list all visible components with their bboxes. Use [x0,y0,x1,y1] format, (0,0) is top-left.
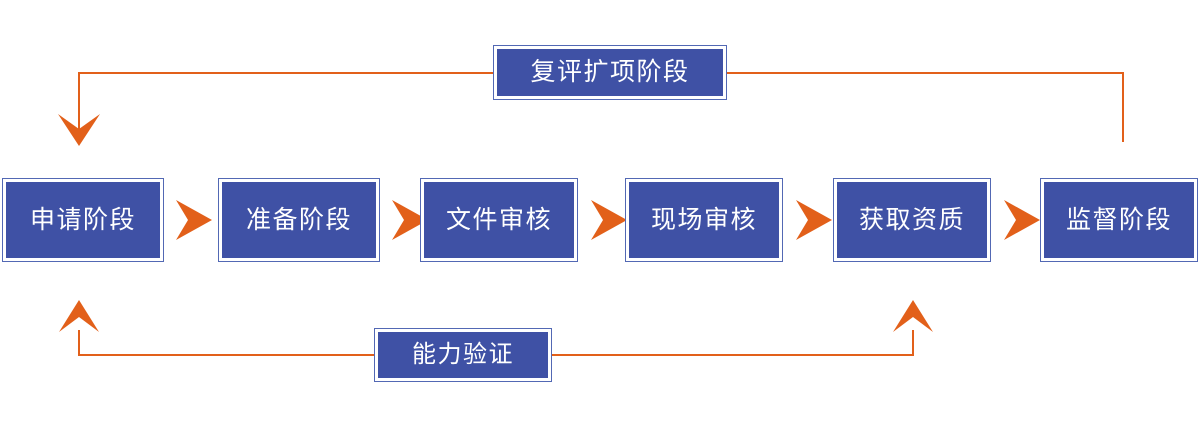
stage-label-prepare: 准备阶段 [245,205,352,234]
arrow-down-icon [57,112,101,148]
arrow-up-icon-left [58,298,100,334]
top-loop-line-right [724,72,1124,74]
stage-box-reassess[interactable]: 复评扩项阶段 [493,45,727,100]
bottom-loop-line-vertical-right [912,330,914,356]
stage-label-capability: 能力验证 [412,341,514,368]
stage-box-obtain-fill: 获取资质 [837,182,987,258]
stage-box-onsite[interactable]: 现场审核 [625,178,783,262]
stage-label-obtain: 获取资质 [858,205,965,234]
stage-label-apply: 申请阶段 [29,205,136,234]
top-loop-line-vertical-left [78,72,80,130]
stage-box-onsite-fill: 现场审核 [629,182,779,258]
stage-box-prepare-fill: 准备阶段 [222,182,376,258]
stage-label-reassess: 复评扩项阶段 [530,58,690,86]
stage-box-supervise-fill: 监督阶段 [1044,182,1194,258]
top-loop-line-left [78,72,496,74]
chevron-right-icon-3 [589,198,629,242]
stage-box-reassess-fill: 复评扩项阶段 [497,49,723,96]
chevron-right-icon-5 [1002,198,1042,242]
stage-box-capability-fill: 能力验证 [378,332,548,378]
bottom-loop-line-right [551,354,914,356]
stage-label-onsite: 现场审核 [650,205,757,234]
bottom-loop-line-vertical-left [78,330,80,356]
stage-label-supervise: 监督阶段 [1065,205,1172,234]
arrow-up-icon-right [892,298,934,334]
stage-box-doc-review-fill: 文件审核 [424,182,574,258]
chevron-right-icon-1 [174,198,214,242]
stage-box-prepare[interactable]: 准备阶段 [218,178,380,262]
chevron-right-icon-2 [390,198,430,242]
stage-box-supervise[interactable]: 监督阶段 [1040,178,1198,262]
bottom-loop-line-left [78,354,375,356]
stage-box-apply-fill: 申请阶段 [6,182,160,258]
stage-box-obtain[interactable]: 获取资质 [833,178,991,262]
stage-box-apply[interactable]: 申请阶段 [2,178,164,262]
stage-label-doc-review: 文件审核 [445,205,552,234]
stage-box-capability[interactable]: 能力验证 [374,328,552,382]
stage-box-doc-review[interactable]: 文件审核 [420,178,578,262]
chevron-right-icon-4 [794,198,834,242]
top-loop-line-vertical-right [1122,72,1124,142]
